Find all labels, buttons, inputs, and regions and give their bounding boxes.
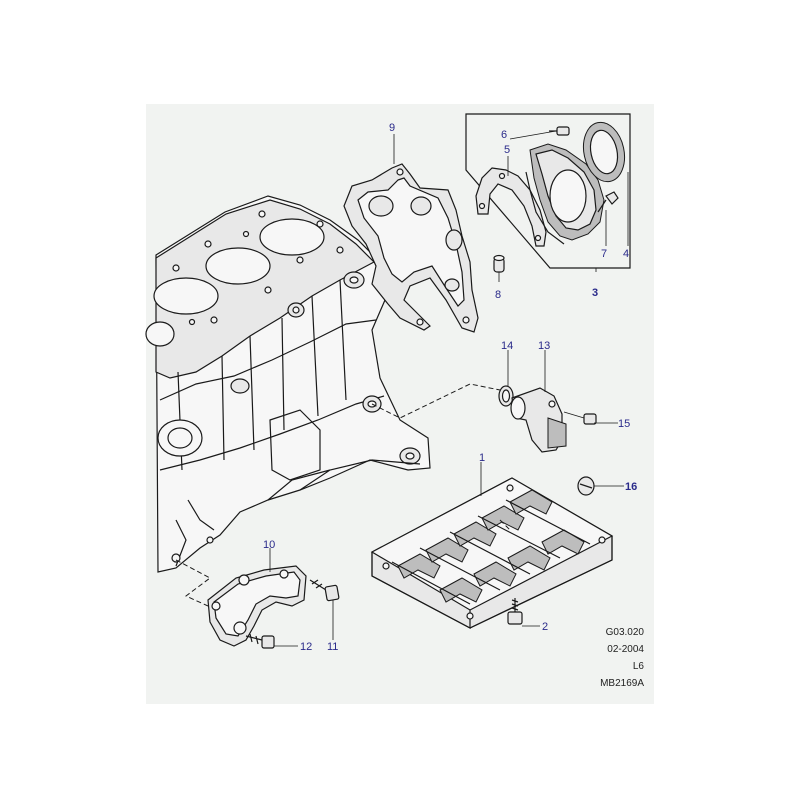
part-5-carrier-gasket xyxy=(475,167,547,247)
callout-2: 2 xyxy=(542,621,548,633)
part-14-o-ring xyxy=(498,385,514,407)
drawing-number: MB2169A xyxy=(600,678,644,689)
callout-12: 12 xyxy=(300,641,312,653)
part-7-screw xyxy=(597,191,619,213)
callout-1: 1 xyxy=(479,452,485,464)
assembly-lines xyxy=(175,383,511,607)
part-12-bolt xyxy=(245,633,275,649)
cylinder-bore-2 xyxy=(153,277,219,315)
revision-date: 02-2004 xyxy=(607,644,644,655)
part-2-bolt xyxy=(507,598,523,625)
leader-lines xyxy=(269,130,629,647)
callout-5: 5 xyxy=(504,144,510,156)
callout-numbers: 1 2 3 4 5 6 7 8 9 10 11 12 13 14 15 16 xyxy=(263,122,637,653)
callout-14: 14 xyxy=(501,340,513,352)
cylinder-bore-3 xyxy=(205,247,271,285)
part-3-assembly-box xyxy=(465,113,631,269)
deck-bolt-holes xyxy=(172,210,344,326)
callout-4: 4 xyxy=(623,248,629,260)
part-10-bracket xyxy=(207,565,307,647)
callout-3: 3 xyxy=(592,287,598,299)
engine-block xyxy=(145,195,431,573)
part-15-bolt xyxy=(563,411,597,425)
part-9-rear-plate xyxy=(343,163,479,333)
part-8-dowel xyxy=(493,254,505,273)
callout-6: 6 xyxy=(501,129,507,141)
part-6-bolt xyxy=(549,126,570,136)
part-16-plug xyxy=(577,476,595,496)
callout-15: 15 xyxy=(618,418,630,430)
part-4-oil-seal xyxy=(582,121,626,183)
figure-reference: G03.020 xyxy=(605,627,644,638)
cylinder-bore-4 xyxy=(259,218,325,256)
part-13-sensor xyxy=(510,387,567,453)
callout-11: 11 xyxy=(327,641,338,653)
callout-7: 7 xyxy=(601,248,607,260)
callout-9: 9 xyxy=(389,122,395,134)
rear-seal-carrier xyxy=(525,143,605,245)
callout-16: 16 xyxy=(625,481,637,493)
part-11-bolt xyxy=(309,579,340,602)
callout-10: 10 xyxy=(263,539,275,551)
callout-8: 8 xyxy=(495,289,501,301)
callout-13: 13 xyxy=(538,340,550,352)
part-1-bearing-ladder xyxy=(370,477,614,629)
model-code: L6 xyxy=(632,661,644,672)
